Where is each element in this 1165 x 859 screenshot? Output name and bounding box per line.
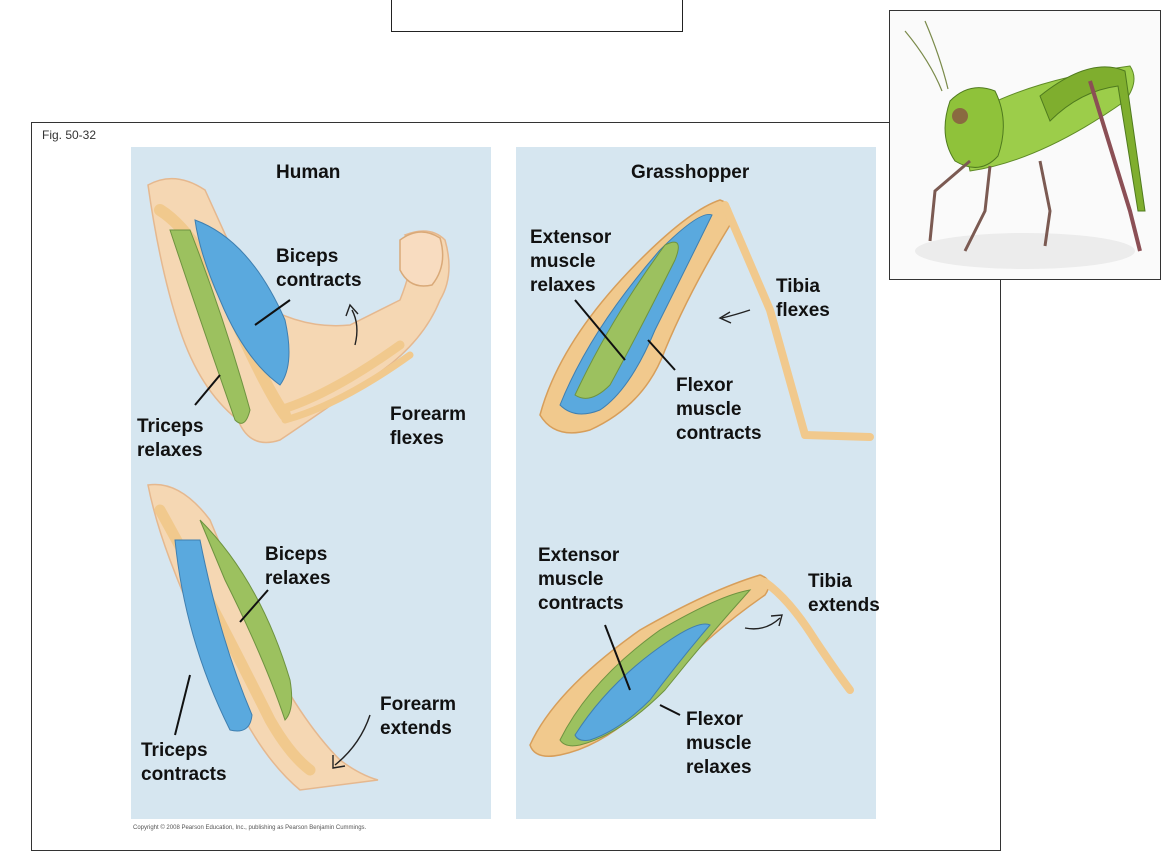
grasshopper-title: Grasshopper xyxy=(631,162,749,184)
grasshopper-drawing xyxy=(890,11,1160,279)
label-extensor-contracts: Extensor muscle contracts xyxy=(538,544,624,616)
label-biceps-relaxes: Biceps relaxes xyxy=(265,543,331,591)
label-triceps-contracts: Triceps contracts xyxy=(141,739,227,787)
label-tibia-flexes: Tibia flexes xyxy=(776,275,830,323)
label-triceps-relaxes: Triceps relaxes xyxy=(137,415,204,463)
label-flexor-contracts: Flexor muscle contracts xyxy=(676,374,762,446)
label-flexor-relaxes: Flexor muscle relaxes xyxy=(686,708,752,780)
label-tibia-extends: Tibia extends xyxy=(808,570,880,618)
label-biceps-contracts: Biceps contracts xyxy=(276,245,362,293)
label-forearm-extends: Forearm extends xyxy=(380,693,456,741)
human-title: Human xyxy=(276,162,340,184)
label-forearm-flexes: Forearm flexes xyxy=(390,403,466,451)
copyright-text: Copyright © 2008 Pearson Education, Inc.… xyxy=(133,825,366,831)
grasshopper-photo xyxy=(889,10,1161,280)
label-extensor-relaxes: Extensor muscle relaxes xyxy=(530,226,611,298)
